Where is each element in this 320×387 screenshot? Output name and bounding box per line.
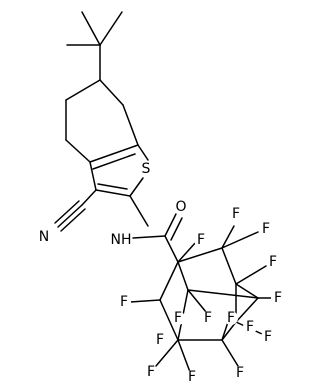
atom-fluorine-13: F	[246, 319, 254, 335]
cyclohexene-ring	[65, 79, 139, 163]
atom-carbonyl-oxygen: O	[175, 199, 186, 215]
nitrile-group	[54, 189, 97, 232]
cage-bond-11	[235, 297, 259, 323]
cage-bond-6	[221, 321, 237, 341]
cf-bond-8	[129, 299, 161, 303]
bond-triple-offset-2	[54, 200, 80, 224]
atom-labels: S N NH O F F F F F F F F F F F F F	[36, 161, 285, 385]
bond-c3a-c7a	[89, 144, 139, 163]
bond-carbonyl-cage	[164, 235, 179, 263]
atom-nitrile-nitrogen: N	[39, 229, 49, 245]
cage-bond-10	[235, 283, 259, 299]
atom-fluorine-14: F	[174, 310, 182, 326]
cf-bond-9	[155, 339, 179, 367]
cage-bond-2	[221, 247, 237, 285]
cf-bond-11	[187, 289, 207, 313]
cage-bond-1	[177, 247, 223, 263]
cf-bond-1	[177, 241, 197, 263]
bond-tbu-methyl-3	[99, 11, 123, 46]
atom-fluorine-10: F	[188, 369, 196, 385]
cf-bond-2	[221, 225, 235, 249]
amide-group	[129, 195, 183, 263]
bond-c6-c7	[99, 79, 124, 106]
atom-fluorine-9: F	[147, 364, 155, 380]
atom-fluorine-8: F	[120, 294, 128, 310]
bond-nh-carbonyl	[132, 235, 166, 239]
atom-fluorine-7: F	[236, 365, 244, 381]
bond-s-c2	[129, 177, 144, 197]
bond-triple-offset-1	[60, 208, 86, 232]
bond-c7-c7a	[122, 104, 139, 146]
cage-bond-12	[187, 289, 259, 299]
thiophene-ring	[89, 144, 149, 197]
bond-c3a-c7a-double	[92, 153, 136, 170]
bond-c4-c3a	[65, 139, 91, 163]
adamantane-cage	[159, 247, 259, 341]
cf-bond-10	[177, 339, 191, 373]
molecule-structure-diagram: S N NH O F F F F F F F F F F F F F	[36, 11, 285, 385]
tert-butyl-group	[66, 11, 123, 81]
atom-fluorine-3: F	[262, 221, 270, 237]
bond-c2-nh	[129, 195, 149, 227]
atom-sulfur: S	[142, 161, 151, 177]
cage-bond-3	[159, 261, 179, 301]
cf-bond-4	[235, 265, 267, 285]
bond-tbu-methyl-1	[81, 11, 101, 46]
structure-svg: S N NH O F F F F F F F F F F F F F	[36, 11, 285, 385]
cage-bond-4	[159, 299, 179, 341]
atom-fluorine-5: F	[274, 290, 282, 306]
atom-fluorine-1: F	[197, 232, 205, 248]
bond-c6-c5	[65, 79, 101, 101]
atom-fluorine-2: F	[232, 206, 240, 222]
bond-c3-c3a	[89, 161, 97, 191]
bond-c2-c3	[95, 189, 131, 197]
bond-c2-c3-double	[97, 183, 128, 190]
fluorine-bonds	[129, 225, 275, 373]
atom-fluorine-11: F	[204, 310, 212, 326]
atom-fluorine-4: F	[269, 254, 277, 270]
atom-fluorine-15: F	[156, 332, 164, 348]
cf-bond-3	[221, 231, 259, 249]
cf-bond-7	[221, 339, 239, 367]
bond-carbonyl-o-double	[170, 217, 183, 241]
cf-bond-12	[221, 321, 229, 341]
atom-amide-nh: NH	[111, 232, 132, 248]
bond-carbonyl-o	[164, 213, 177, 237]
bond-c7a-s	[137, 144, 149, 161]
atom-fluorine-12: F	[227, 310, 235, 326]
bond-c3-cn	[81, 189, 97, 206]
cage-bond-8	[177, 261, 189, 291]
bond-triple-center	[57, 204, 83, 228]
atom-fluorine-6: F	[264, 329, 272, 345]
